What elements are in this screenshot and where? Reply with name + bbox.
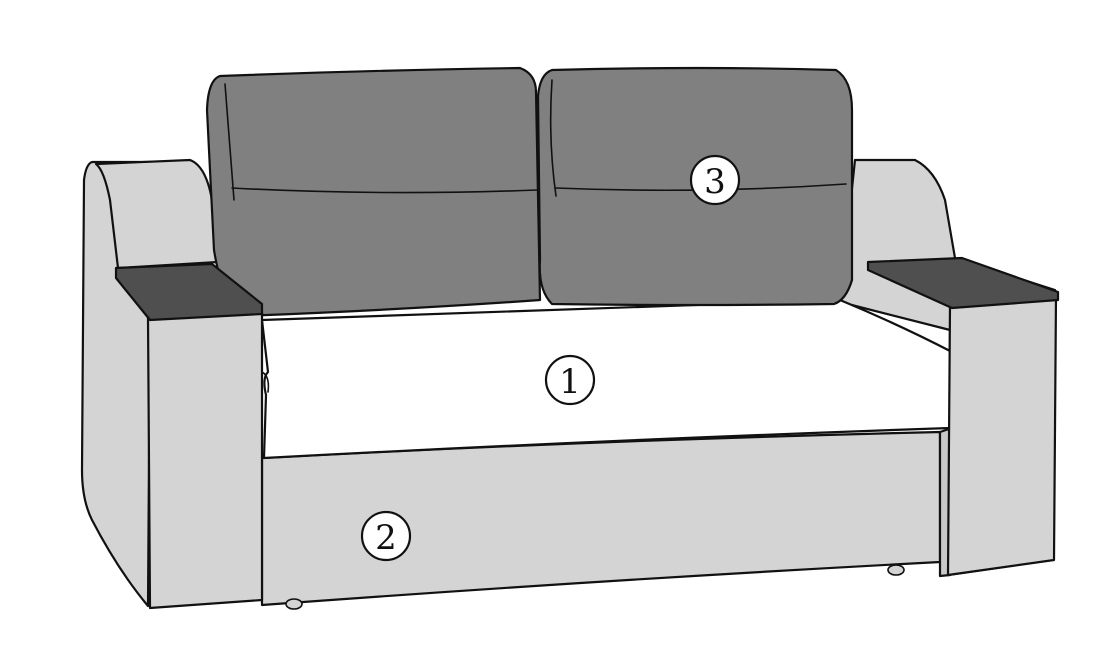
marker-back-label: 3 <box>704 162 726 202</box>
right-arm-front-block <box>946 294 1058 577</box>
seat-cushion <box>260 298 954 460</box>
marker-back: 3 <box>689 154 741 206</box>
right-armrest-top <box>866 256 1060 310</box>
back-cushion-left-seam <box>231 187 539 194</box>
marker-seat-label: 1 <box>559 362 581 402</box>
back-cushion-left-edge <box>224 83 235 201</box>
left-arm-front-block <box>146 310 264 610</box>
base-front-panel <box>260 430 942 607</box>
seat-left-edge <box>261 371 270 393</box>
marker-base-label: 2 <box>375 518 397 558</box>
marker-seat: 1 <box>544 354 596 406</box>
right-foot <box>887 564 905 576</box>
back-cushion-right-edge <box>549 79 557 197</box>
marker-base: 2 <box>360 510 412 562</box>
left-foot <box>285 598 303 610</box>
left-armrest-top <box>114 262 264 322</box>
